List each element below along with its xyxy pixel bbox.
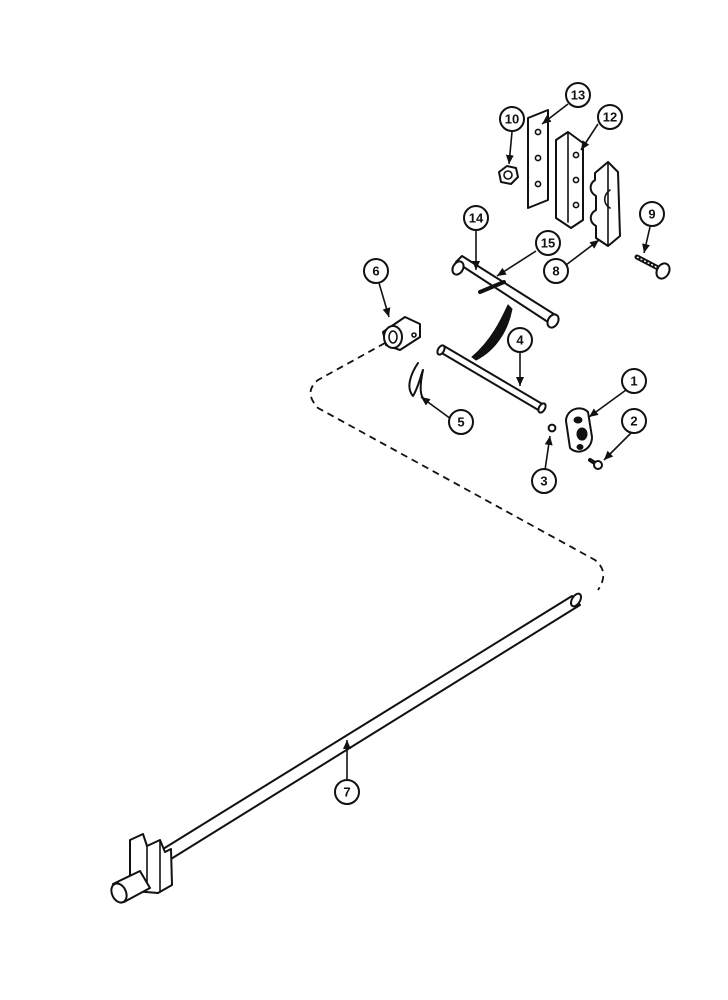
svg-text:1: 1	[630, 374, 637, 389]
svg-text:13: 13	[571, 88, 585, 103]
leader-5	[420, 396, 452, 420]
part-10-nut	[498, 165, 519, 185]
part-5-hairpin-clip	[408, 362, 424, 399]
part-12-angle-plate	[555, 131, 584, 229]
part-15-spring-band	[471, 304, 513, 361]
leader-8	[565, 239, 600, 266]
svg-text:7: 7	[343, 785, 350, 800]
assembly-dashed-line	[309, 342, 605, 591]
svg-text:10: 10	[505, 112, 519, 127]
leader-9	[642, 226, 651, 254]
svg-text:15: 15	[541, 236, 555, 251]
part-8-clamp	[589, 161, 621, 247]
callout-9: 9	[639, 201, 665, 227]
part-1-bracket	[565, 407, 593, 453]
leader-2	[603, 431, 633, 461]
callout-6: 6	[363, 258, 389, 284]
callout-15: 15	[535, 230, 561, 256]
callout-3: 3	[531, 468, 557, 494]
part-3-ball	[547, 423, 557, 433]
callout-12: 12	[597, 104, 623, 130]
callout-14: 14	[463, 205, 489, 231]
part-14-t-shaft	[451, 255, 560, 329]
svg-text:2: 2	[630, 414, 637, 429]
callout-4: 4	[507, 327, 533, 353]
callout-7: 7	[334, 779, 360, 805]
callout-5: 5	[448, 409, 474, 435]
part-4-rod	[436, 344, 547, 414]
callout-10: 10	[499, 106, 525, 132]
svg-text:9: 9	[648, 207, 655, 222]
callout-13: 13	[565, 82, 591, 108]
part-9-bolt	[634, 254, 671, 280]
svg-text:14: 14	[469, 211, 484, 226]
leader-15	[496, 250, 537, 277]
leader-3	[544, 435, 553, 471]
svg-text:5: 5	[457, 415, 464, 430]
leader-1	[588, 389, 627, 418]
part-13-plate	[527, 109, 549, 209]
part-7-long-shaft	[110, 592, 583, 904]
callout-1: 1	[621, 368, 647, 394]
part-6-collar	[382, 316, 421, 351]
callout-8: 8	[543, 258, 569, 284]
part-2-screw	[588, 458, 603, 470]
leader-12	[580, 123, 599, 151]
svg-text:3: 3	[540, 474, 547, 489]
svg-text:4: 4	[516, 333, 524, 348]
svg-text:8: 8	[552, 264, 559, 279]
leader-13	[541, 103, 569, 125]
svg-text:12: 12	[603, 110, 617, 125]
callout-2: 2	[621, 408, 647, 434]
leader-6	[378, 282, 391, 318]
svg-text:6: 6	[372, 264, 379, 279]
leader-10	[505, 131, 514, 165]
